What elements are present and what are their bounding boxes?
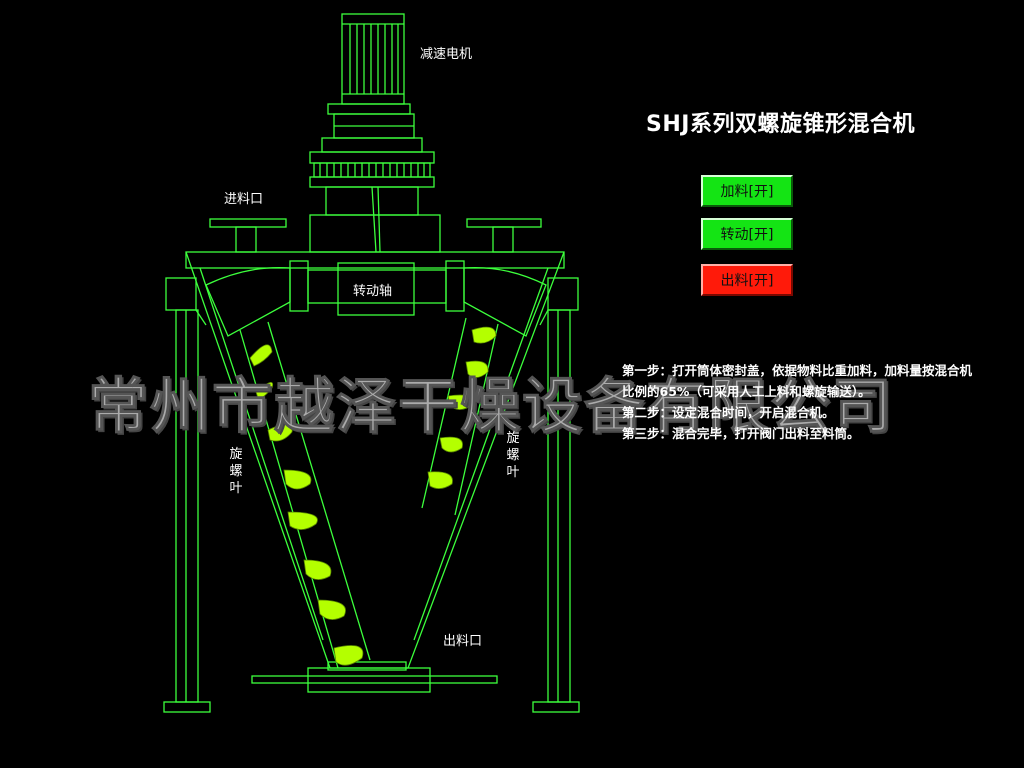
step-line: 第一步：打开筒体密封盖，依据物料比重加料，加料量按混合机 [622,363,973,378]
inlet-label: 进料口 [224,192,264,207]
step-line: 比例的65%（可采用人工上料和螺旋输送）。 [622,384,871,399]
screw-blades-right [427,326,497,489]
step-line: 第三步：混合完毕，打开阀门出料至料筒。 [622,426,860,441]
feed-on-button[interactable]: 加料[开] [701,175,793,207]
shaft-label: 转动轴 [353,284,393,299]
company-watermark: 常州市越泽干燥设备有限公司 [88,372,894,443]
motor-label: 减速电机 [420,47,473,62]
screw-blades-left [249,344,364,666]
inlet-ports [209,218,542,253]
step-line: 第二步：设定混合时间，开启混合机。 [622,405,835,420]
operation-steps: 第一步：打开筒体密封盖，依据物料比重加料，加料量按混合机 比例的65%（可采用人… [622,360,1022,444]
transmission-shaft [205,260,547,337]
rotate-on-button[interactable]: 转动[开] [701,218,793,250]
discharge-on-button[interactable]: 出料[开] [701,264,793,296]
screw-label-left: 旋螺叶 [229,447,243,496]
top-cover [185,251,565,269]
screw-label-right: 旋螺叶 [506,431,520,480]
page-title: SHJ系列双螺旋锥形混合机 [646,112,915,137]
support-frame [163,277,580,713]
outlet-label: 出料口 [443,634,483,649]
discharge-base [251,661,498,693]
